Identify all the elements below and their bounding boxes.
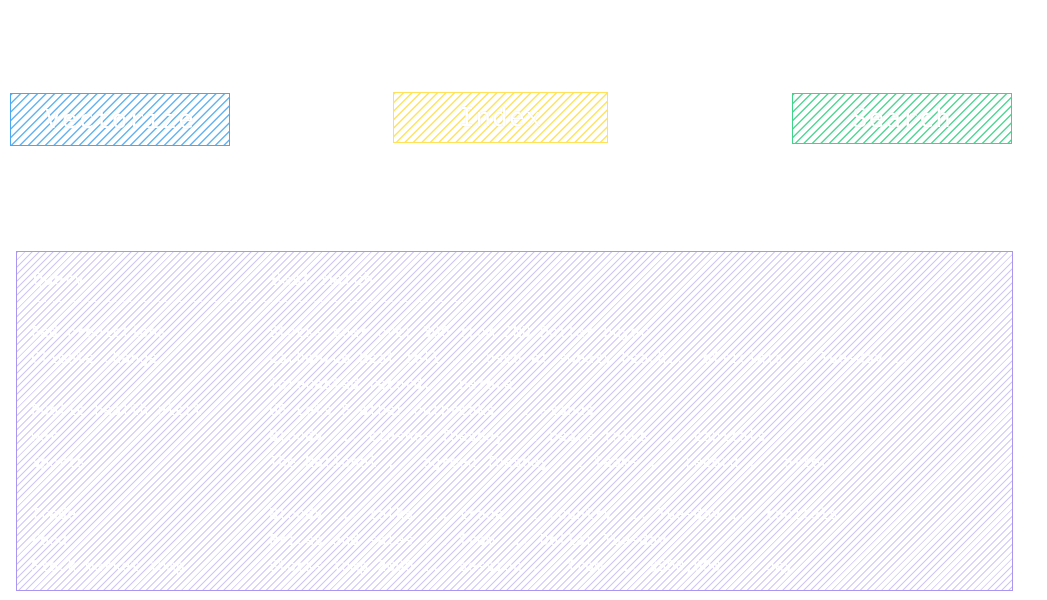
query-cell: Climate change [31, 349, 158, 367]
query-cell: Trade [31, 505, 77, 523]
query-cell: Food [31, 531, 68, 549]
query-column-header: Query [33, 270, 85, 290]
search-button-label: Search [852, 103, 952, 134]
search-button[interactable]: Search [792, 93, 1012, 144]
query-cell: Fed predictions [31, 323, 167, 341]
query-cell: Public health alert [31, 401, 203, 419]
vectorize-button-label: Vectorize [45, 104, 195, 135]
vectorize-button[interactable]: Vectorize [10, 93, 230, 146]
query-cell: Sports [31, 453, 86, 471]
match-cell: Bloody ... talks ... trade ... country .… [269, 505, 838, 523]
match-cell: Carbon/Co Heat fell ... used at sweaty b… [269, 349, 911, 393]
match-cell: Prices and sales ... from ... Dollar Tue… [269, 531, 667, 549]
match-cell: US Lets 5 other outbreaks ... stands [269, 401, 595, 419]
index-button-label: Index [458, 102, 543, 133]
best-match-column-header: Best Match [271, 270, 374, 290]
match-cell: The National ... agreed Tuesday ... team… [269, 453, 829, 471]
header-divider [33, 301, 463, 302]
match-cell: Stocks jump 2000 ... session ... from ..… [269, 557, 793, 575]
match-cell: Stocks soar over 300 from 2ND Dollar buy… [269, 323, 649, 341]
query-cell: Stock market jump [31, 557, 185, 575]
match-cell: Bloody ... clashes Tuesday ... peace tal… [269, 427, 766, 445]
results-table: Query Best Match Fed predictions Stocks … [16, 251, 1013, 591]
query-cell: War [31, 427, 59, 445]
index-button[interactable]: Index [393, 92, 608, 143]
